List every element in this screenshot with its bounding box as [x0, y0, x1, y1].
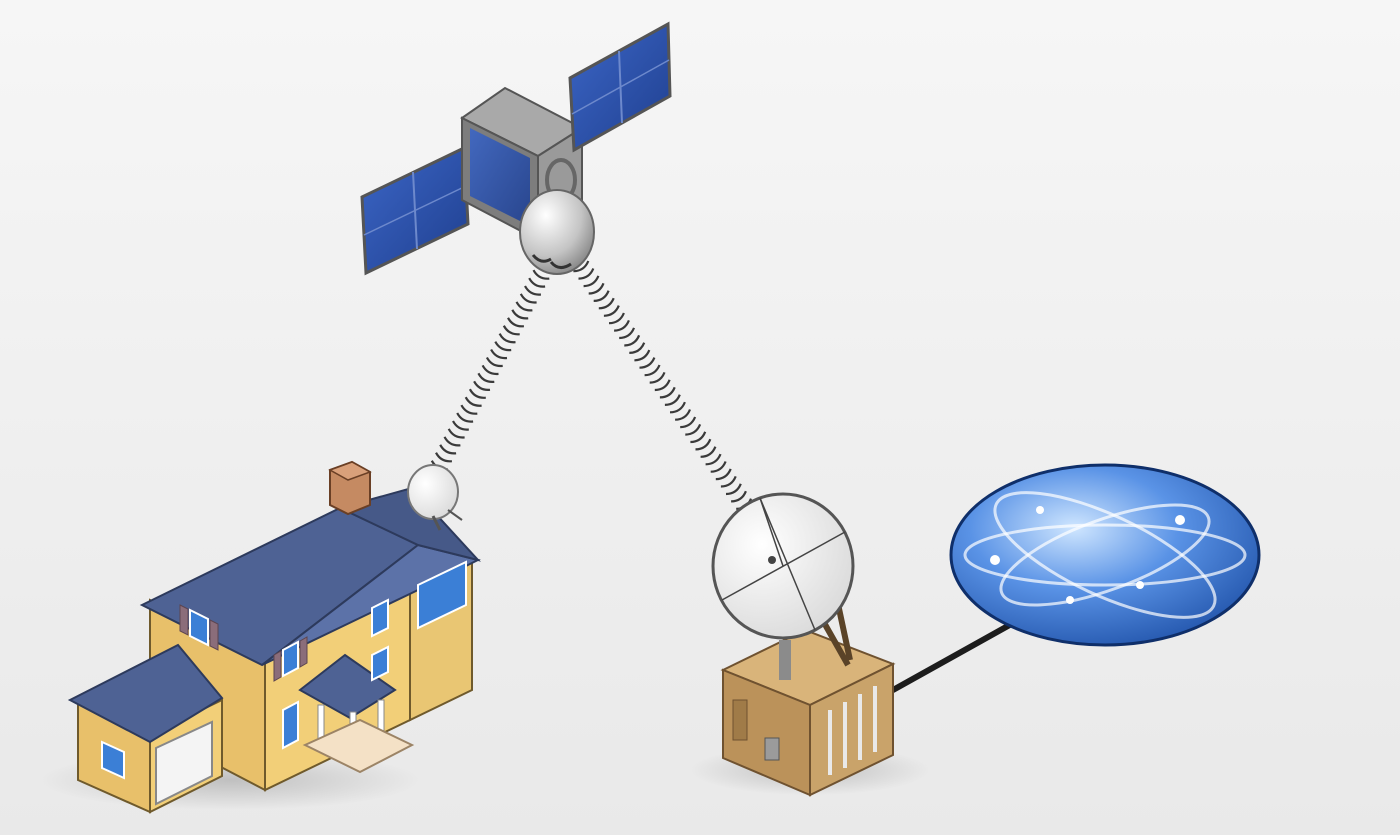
signal-wave-arc — [603, 305, 620, 317]
signal-wave-arc — [649, 371, 666, 384]
signal-wave-arc — [439, 444, 457, 455]
signal-wave-arc — [524, 285, 542, 296]
signal-wave-arc — [573, 260, 590, 273]
signal-wave-arc — [464, 396, 482, 407]
globe-nodes — [990, 506, 1185, 604]
signal-wave-arc — [528, 277, 546, 288]
satellite-antenna-dish — [519, 189, 595, 275]
signal-wave-arc — [598, 297, 615, 310]
signal-wave-arc — [725, 483, 742, 496]
signal-wave-arc — [481, 364, 499, 376]
signal-wave-arc — [619, 327, 636, 340]
signal-wave-arc — [435, 452, 453, 463]
signal-wave-arc — [588, 282, 605, 295]
house-chimney — [328, 460, 372, 516]
signal-wave-arc — [685, 423, 702, 436]
signal-wave-arc — [639, 357, 656, 369]
signal-wave-arc — [634, 349, 651, 362]
house-porch — [298, 653, 415, 774]
signal-wave-arc — [460, 404, 478, 415]
signal-wave-arc — [659, 386, 676, 399]
signal-wave-arc — [507, 317, 525, 328]
signal-wave-arc — [456, 412, 474, 423]
signal-wave-arc — [583, 275, 600, 288]
satellite-icon — [360, 21, 672, 276]
signal-wave-arc — [447, 428, 465, 439]
wireless-links — [430, 260, 768, 533]
signal-wave-arc — [624, 334, 641, 347]
signal-wave-arc — [608, 312, 625, 325]
signal-wave-arc — [443, 436, 461, 447]
signal-wave-arc — [485, 356, 503, 368]
house-satellite-dish — [407, 464, 463, 531]
signal-wave-arc — [669, 401, 686, 414]
house-shutters — [179, 604, 308, 682]
signal-wave-arc — [477, 372, 495, 384]
signal-wave-arc — [614, 319, 630, 332]
signal-wave-arc — [700, 446, 717, 458]
signal-wave-arc — [593, 290, 610, 302]
wired-link-cable — [890, 619, 1018, 693]
garage-door — [155, 720, 213, 806]
globe-body — [949, 463, 1261, 647]
signal-wave-arc — [710, 461, 727, 473]
signal-wave-arc — [654, 379, 671, 392]
signal-wave-arc — [731, 490, 747, 503]
signal-wave-arc — [675, 409, 692, 421]
signal-wave-arc — [494, 341, 512, 352]
signal-wave-arc — [452, 420, 469, 431]
house-windows — [101, 560, 467, 780]
signal-wave-arc — [511, 309, 529, 320]
signal-wave-arc — [473, 380, 491, 391]
signal-wave-arc — [468, 388, 486, 399]
signal-wave-arc — [498, 333, 516, 344]
signal-wave-arc — [515, 301, 533, 312]
globe-icon — [949, 463, 1261, 647]
globe-orbits — [963, 491, 1247, 619]
signal-wave-arc — [695, 438, 712, 451]
signal-wave-arc — [490, 348, 508, 360]
signal-wave-arc — [680, 416, 697, 429]
signal-wave-arc — [629, 342, 646, 354]
signal-wave-arc — [690, 431, 707, 444]
signal-wave-arc — [519, 293, 537, 304]
wireless-link-satellite-ground_station — [573, 260, 768, 533]
signal-wave-arc — [532, 269, 550, 280]
satellite-solar-panel-left — [360, 145, 470, 276]
signal-wave-arc — [644, 364, 661, 377]
signal-wave-arc — [664, 394, 681, 406]
satellite-solar-panel-right — [568, 21, 672, 153]
wireless-link-satellite-house — [430, 261, 554, 471]
signal-wave-arc — [502, 325, 520, 336]
signal-wave-arc — [720, 475, 737, 488]
signal-wave-arc — [578, 268, 595, 280]
ground-station-icon — [690, 492, 930, 797]
signal-wave-arc — [715, 468, 732, 481]
ground-station-dish — [711, 492, 855, 640]
house-icon — [40, 460, 481, 814]
signal-wave-arc — [705, 453, 722, 466]
